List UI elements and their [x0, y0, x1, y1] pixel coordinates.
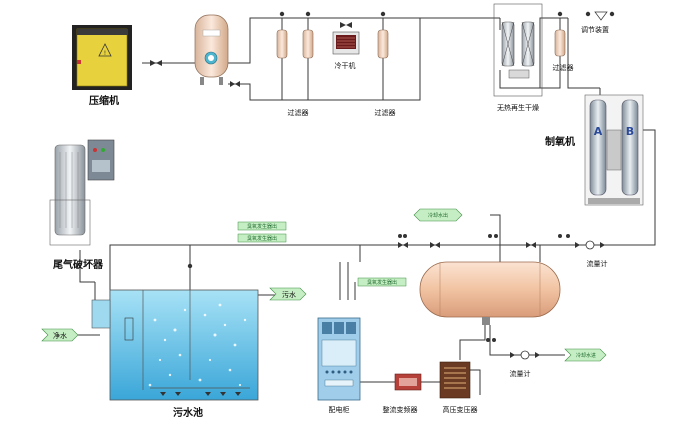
pipes — [75, 17, 656, 395]
filter-2 — [302, 11, 314, 59]
filter-3 — [377, 11, 389, 59]
regulating-device-label: 调节装置 — [581, 25, 609, 34]
hv-transformer — [439, 361, 471, 399]
cooling-water-in-arrow — [564, 348, 607, 362]
rectifier — [394, 373, 422, 391]
line-valves — [187, 234, 570, 342]
ozone-generator-tank — [419, 261, 561, 325]
air-receiver — [194, 14, 229, 85]
ozone-tag-3-label: 臭氧发生器出 — [367, 279, 397, 286]
ozone-tag-1-label: 臭氧发生器出 — [247, 223, 277, 230]
drain-valve-icon — [230, 81, 240, 87]
distribution-cabinet — [317, 317, 361, 401]
hv-transformer-label: 高压变压器 — [443, 405, 478, 414]
oxygen-generator — [584, 94, 644, 206]
cooling-water-in-label: 冷却水进 — [576, 352, 596, 359]
ozone-tag-1 — [237, 221, 287, 231]
flowmeter-1 — [575, 240, 605, 250]
filter-label-2: 过滤器 — [375, 108, 396, 117]
flowmeter-label-1: 流量计 — [587, 259, 608, 268]
tail-gas-destructor — [49, 139, 115, 246]
sewage-tank — [91, 289, 259, 401]
cold-dryer — [332, 22, 360, 55]
cooling-water-out-arrow — [413, 208, 463, 222]
compressor-label: 压缩机 — [89, 94, 119, 107]
clean-water-label: 净水 — [53, 331, 67, 340]
ozone-tag-2 — [237, 233, 287, 243]
ozone-tag-3 — [357, 277, 407, 287]
filter-label-3: 过滤器 — [553, 63, 574, 72]
sewage-tank-label: 污水池 — [173, 406, 203, 419]
sewage-in-arrow — [269, 287, 307, 301]
valve-icon — [150, 60, 162, 66]
ozone-tag-2-label: 臭氧发生器出 — [247, 235, 277, 242]
rectifier-label: 整流变频器 — [383, 405, 418, 414]
sewage-in-label: 污水 — [282, 290, 296, 299]
heatless-dryer — [493, 3, 543, 97]
warning-icon — [98, 43, 112, 57]
oxygen-generator-label: 制氧机 — [545, 135, 575, 148]
clean-water-arrow — [41, 328, 79, 342]
flowmeter-2 — [510, 350, 540, 360]
filter-1 — [276, 11, 288, 59]
filter-label-1: 过滤器 — [288, 108, 309, 117]
svg-text:!: ! — [104, 50, 106, 57]
distribution-cabinet-label: 配电柜 — [329, 405, 350, 414]
tail-gas-destructor-label: 尾气破坏器 — [53, 258, 104, 271]
regulating-device — [585, 11, 615, 21]
air-compressor: ! — [72, 25, 132, 90]
heatless-dryer-label: 无热再生干燥 — [497, 103, 539, 112]
cold-dryer-label: 冷干机 — [335, 61, 356, 70]
cooling-water-out-label: 冷却水出 — [428, 212, 448, 219]
tower-b-label: B — [626, 125, 634, 138]
filter-4 — [554, 11, 566, 57]
flowmeter-label-2: 流量计 — [510, 369, 531, 378]
tower-a-label: A — [594, 125, 603, 138]
spacer — [96, 228, 358, 232]
